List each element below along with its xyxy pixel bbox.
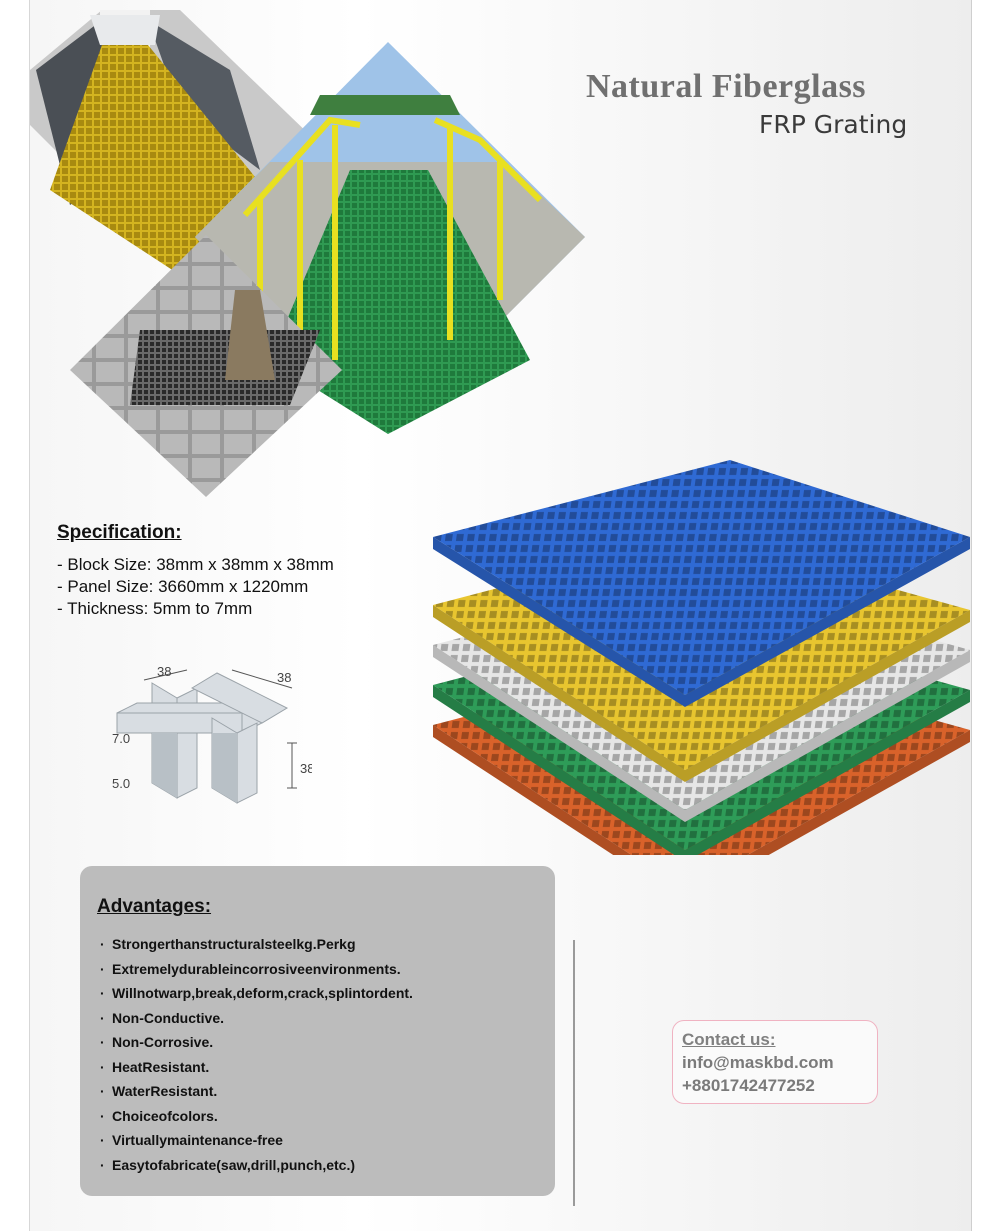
advantage-item: ·Non-Corrosive. — [100, 1034, 214, 1050]
contact-phone[interactable]: +8801742477252 — [682, 1076, 815, 1095]
grating-cross-section-diagram: 38 38 7.0 5.0 38 — [112, 664, 312, 804]
dim-label-top-right: 38 — [277, 670, 291, 685]
advantage-item: ·Choiceofcolors. — [100, 1107, 218, 1124]
advantages-box: Advantages: ·Strongerthanstructuralsteel… — [80, 866, 555, 1196]
specification-section: Specification: - Block Size: 38mm x 38mm… — [57, 522, 417, 620]
spec-panel-size: - Panel Size: 3660mm x 1220mm — [57, 577, 309, 596]
photo-collage — [30, 10, 585, 497]
grating-panel-stack — [433, 460, 970, 855]
contact-heading: Contact us: — [682, 1030, 776, 1049]
advantages-heading: Advantages: — [97, 896, 212, 917]
dim-label-top-left: 38 — [157, 664, 171, 679]
title-line-2: FRP Grating — [759, 110, 908, 139]
advantage-item: ·HeatResistant. — [100, 1058, 210, 1075]
specification-heading: Specification: — [57, 522, 182, 543]
advantage-item: ·Virtuallymaintenance-free — [100, 1132, 283, 1148]
advantage-item: ·Strongerthanstructuralsteelkg.Perkg — [100, 936, 356, 952]
advantages-list: ·Strongerthanstructuralsteelkg.Perkg ·Ex… — [100, 936, 413, 1181]
title-line-1: Natural Fiberglass — [586, 68, 867, 105]
advantage-item: ·Extremelydurableincorrosiveenvironments… — [100, 960, 401, 977]
contact-box: Contact us: info@maskbd.com +88017424772… — [672, 1020, 878, 1104]
advantage-item: ·Easytofabricate(saw,drill,punch,etc.) — [100, 1156, 355, 1173]
dim-label-side-lower: 5.0 — [112, 776, 130, 791]
dim-label-side-upper: 7.0 — [112, 731, 130, 746]
photo-tree-grate — [70, 235, 342, 497]
brochure-page: Natural Fiberglass FRP Grating Specifica… — [29, 0, 972, 1231]
advantage-item: ·WaterResistant. — [100, 1083, 218, 1099]
contact-email[interactable]: info@maskbd.com — [682, 1053, 834, 1072]
spec-thickness: - Thickness: 5mm to 7mm — [57, 599, 253, 618]
spec-block-size: - Block Size: 38mm x 38mm x 38mm — [57, 555, 334, 574]
advantage-item: ·Willnotwarp,break,deform,crack,splintor… — [100, 985, 413, 1001]
vertical-divider — [573, 940, 575, 1206]
grating-panel-blue — [433, 460, 970, 707]
dim-label-height: 38 — [300, 761, 312, 776]
advantage-item: ·Non-Conductive. — [100, 1009, 224, 1026]
